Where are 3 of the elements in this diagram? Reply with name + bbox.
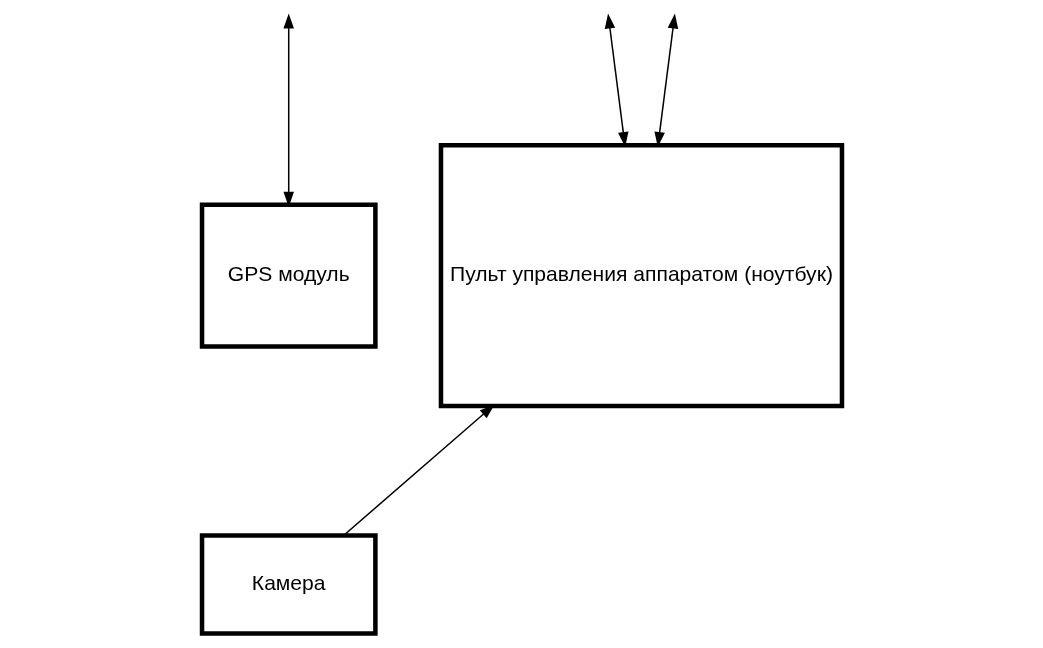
node-box: GPS модуль <box>199 202 378 349</box>
node-box: Камера <box>199 533 378 636</box>
node-box: Пульт управления аппаратом (ноутбук) <box>438 142 844 409</box>
